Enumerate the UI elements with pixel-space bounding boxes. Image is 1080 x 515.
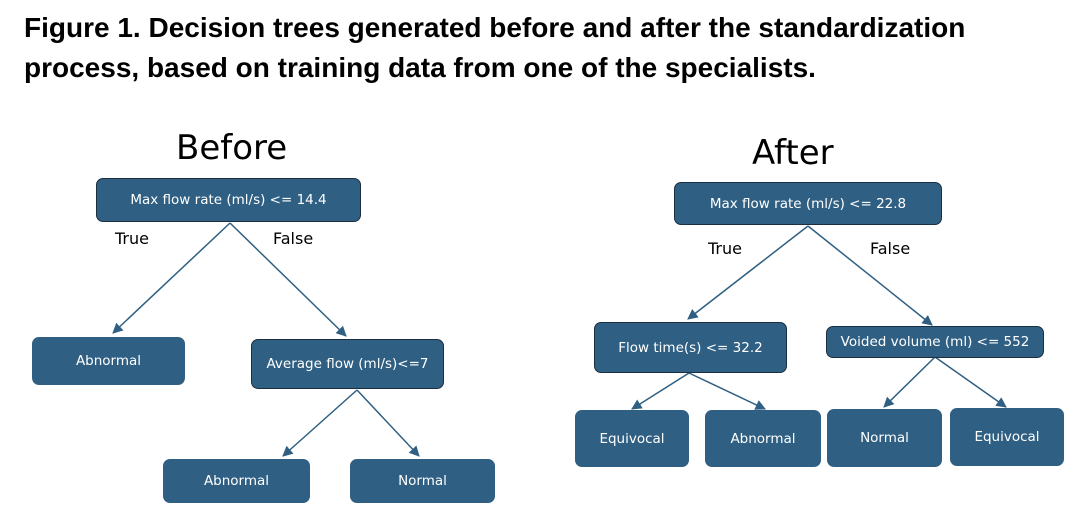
- after-edge-root-true: [687, 225, 809, 320]
- after-false-split-true-leaf: Normal: [827, 409, 942, 467]
- before-false-label: False: [273, 229, 314, 248]
- after-false-label: False: [870, 239, 911, 258]
- after-false-split-node: Voided volume (ml) <= 552: [826, 326, 1044, 358]
- before-true-leaf: Abnormal: [32, 337, 185, 385]
- before-false-split-false-leaf: Normal: [350, 459, 495, 503]
- after-true-split-node: Flow time(s) <= 32.2: [594, 322, 787, 373]
- before-root-node: Max flow rate (ml/s) <= 14.4: [96, 178, 361, 222]
- after-true-split-true-leaf: Equivocal: [575, 410, 689, 467]
- after-root-node: Max flow rate (ml/s) <= 22.8: [674, 182, 942, 225]
- before-edge-root-false: [229, 222, 347, 337]
- before-false-split-true-leaf: Abnormal: [163, 459, 310, 503]
- figure-title: Figure 1. Decision trees generated befor…: [24, 12, 966, 83]
- before-true-label: True: [115, 229, 149, 248]
- after-edge-false-split-false: [934, 356, 1007, 408]
- after-edge-false-split-true: [883, 356, 936, 408]
- before-false-split-node: Average flow (ml/s)<=7: [251, 339, 444, 389]
- before-edge-root-true: [112, 222, 231, 334]
- after-edge-root-false: [807, 225, 933, 326]
- after-heading: After: [752, 133, 834, 173]
- after-edge-true-split-true: [631, 372, 690, 410]
- before-heading: Before: [176, 128, 288, 168]
- before-edge-split-true: [282, 389, 358, 457]
- after-true-split-false-leaf: Abnormal: [705, 410, 821, 467]
- after-edge-true-split-false: [688, 372, 766, 410]
- after-false-split-false-leaf: Equivocal: [950, 408, 1064, 466]
- before-edge-split-false: [356, 389, 420, 457]
- after-true-label: True: [708, 239, 742, 258]
